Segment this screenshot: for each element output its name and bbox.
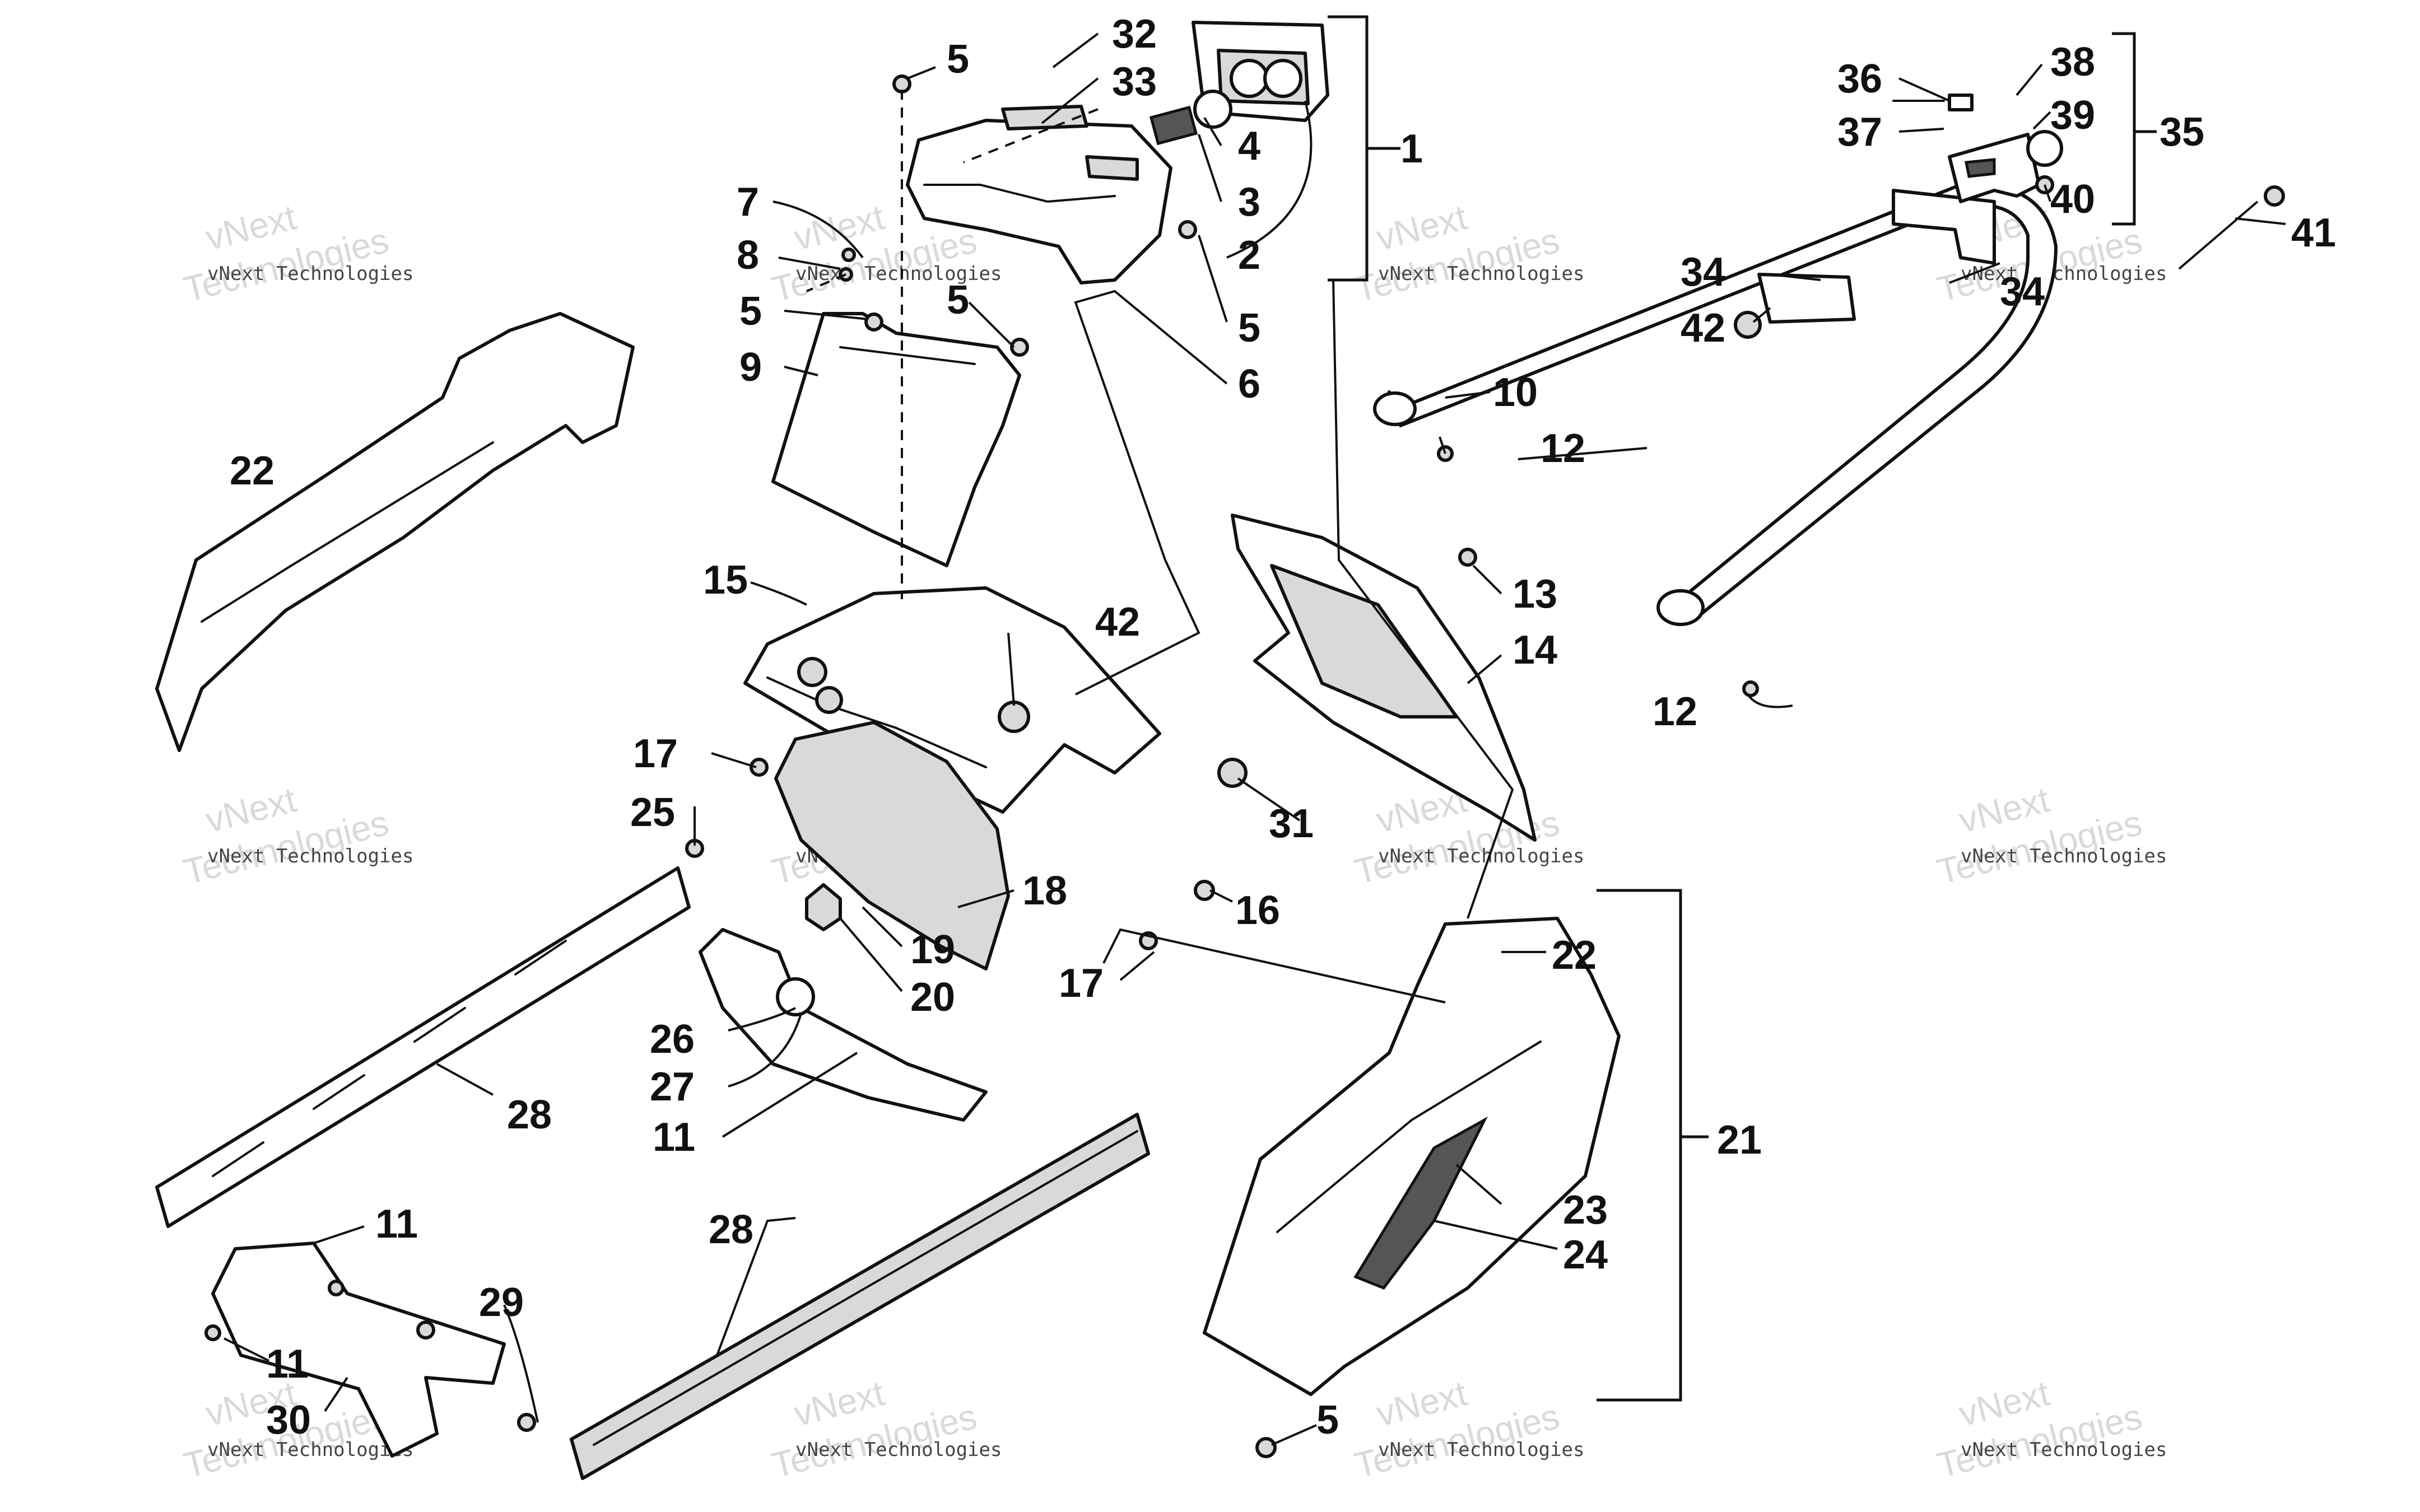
callout-15: 15 — [703, 558, 748, 603]
callout-5: 5 — [739, 289, 762, 334]
callout-12: 12 — [1653, 689, 1697, 734]
callout-5: 5 — [947, 37, 969, 82]
mount-bracket-front — [699, 928, 988, 1122]
watermark: vNext Technologies vNext Technologies — [1351, 197, 1585, 310]
callout-42: 42 — [1681, 306, 1725, 351]
callout-5: 5 — [1316, 1398, 1339, 1443]
callout-5: 5 — [1238, 306, 1260, 351]
callout-27: 27 — [650, 1065, 695, 1109]
callout-33: 33 — [1112, 59, 1157, 104]
watermark-text: vNext Technologies — [1378, 263, 1584, 285]
running-board-left — [155, 866, 691, 1228]
snow-flap — [774, 721, 1010, 970]
callout-10: 10 — [1493, 370, 1538, 415]
centerlines — [806, 90, 1099, 599]
watermark: vNext Technologies vNext Technologies — [180, 197, 414, 310]
callout-38: 38 — [2050, 40, 2095, 85]
callout-20: 20 — [910, 975, 955, 1020]
callout-6: 6 — [1238, 362, 1260, 407]
callout-23: 23 — [1563, 1188, 1608, 1233]
callout-34: 34 — [2000, 269, 2045, 314]
watermark: vNext Technologies vNext Technologies — [1933, 779, 2167, 892]
tail-cowl — [906, 105, 1172, 284]
callout-21: 21 — [1717, 1118, 1762, 1163]
callout-11: 11 — [375, 1202, 418, 1247]
watermark-text: vNext Technologies — [1378, 845, 1584, 867]
callout-2: 2 — [1238, 233, 1260, 278]
callout-17: 17 — [633, 731, 678, 776]
inner-panel-right — [1231, 514, 1537, 842]
mount-bracket-rear — [211, 1242, 506, 1458]
watermark-text: vNext Technologies — [1961, 263, 2167, 285]
callout-17: 17 — [1059, 961, 1104, 1006]
callout-19: 19 — [910, 927, 955, 972]
callout-35: 35 — [2160, 110, 2204, 155]
callout-34: 34 — [1681, 250, 1725, 295]
callout-22: 22 — [1552, 933, 1597, 978]
bumper-bracket-lower — [1757, 273, 1856, 324]
watermark: vNext Technologies vNext Technologies — [768, 1373, 1002, 1486]
watermark-text: vNext Technologies — [207, 845, 413, 867]
callout-22: 22 — [230, 449, 274, 493]
bumper-bracket-upper — [1892, 189, 1996, 265]
watermark-text: vNext Technologies — [795, 1439, 1002, 1461]
callout-4: 4 — [1238, 124, 1260, 169]
callout-1: 1 — [1400, 127, 1423, 171]
callout-18: 18 — [1022, 869, 1067, 913]
watermark: vNext Technologies vNext Technologies — [1933, 1373, 2167, 1486]
callout-8: 8 — [737, 233, 759, 278]
hitch-assembly — [1892, 94, 2063, 203]
callout-37: 37 — [1837, 110, 1882, 155]
watermark: vNext Technologies vNext Technologies — [180, 779, 414, 892]
callouts: 1 2 3 4 5 5 5 5 5 6 7 8 9 10 11 11 11 12… — [230, 12, 2336, 1443]
callout-40: 40 — [2050, 177, 2095, 222]
taillight-bulb — [1149, 90, 1232, 146]
callout-16: 16 — [1235, 888, 1280, 933]
flap-bracket — [771, 312, 1021, 567]
callout-14: 14 — [1513, 628, 1557, 673]
watermark-text: vNext Technologies — [207, 263, 413, 285]
callout-25: 25 — [630, 790, 675, 835]
callout-12: 12 — [1541, 426, 1585, 471]
running-board-right — [570, 1113, 1150, 1480]
watermark-text: vNext Technologies — [1961, 845, 2167, 867]
callout-42: 42 — [1095, 600, 1140, 645]
watermark-text: vNext Technologies — [1961, 1439, 2167, 1461]
callout-11: 11 — [266, 1342, 309, 1387]
callout-30: 30 — [266, 1398, 311, 1443]
callout-3: 3 — [1238, 180, 1260, 225]
callout-9: 9 — [739, 345, 762, 390]
callout-11: 11 — [653, 1115, 695, 1160]
callout-32: 32 — [1112, 12, 1157, 57]
callout-24: 24 — [1563, 1233, 1608, 1277]
callout-28: 28 — [709, 1207, 753, 1252]
parts — [155, 21, 2063, 1480]
watermark: vNext Technologies vNext Technologies — [1351, 1373, 1585, 1486]
callout-39: 39 — [2050, 93, 2095, 138]
assembly-brackets — [1328, 15, 2157, 1402]
callout-31: 31 — [1269, 801, 1314, 846]
callout-5: 5 — [947, 278, 969, 323]
callout-36: 36 — [1837, 57, 1882, 101]
callout-13: 13 — [1513, 572, 1557, 617]
callout-7: 7 — [737, 180, 759, 225]
callout-29: 29 — [479, 1280, 524, 1325]
watermark-text: vNext Technologies — [1378, 1439, 1584, 1461]
side-panel-right — [1203, 917, 1621, 1396]
hardware — [204, 74, 2285, 1458]
callout-41: 41 — [2291, 211, 2336, 255]
watermark-text: vNext Technologies — [207, 1439, 413, 1461]
leader-lines — [224, 32, 2286, 1446]
rear-bumper — [1373, 183, 2058, 626]
side-panel-left — [155, 312, 635, 752]
callout-28: 28 — [507, 1093, 552, 1137]
callout-26: 26 — [650, 1017, 695, 1062]
